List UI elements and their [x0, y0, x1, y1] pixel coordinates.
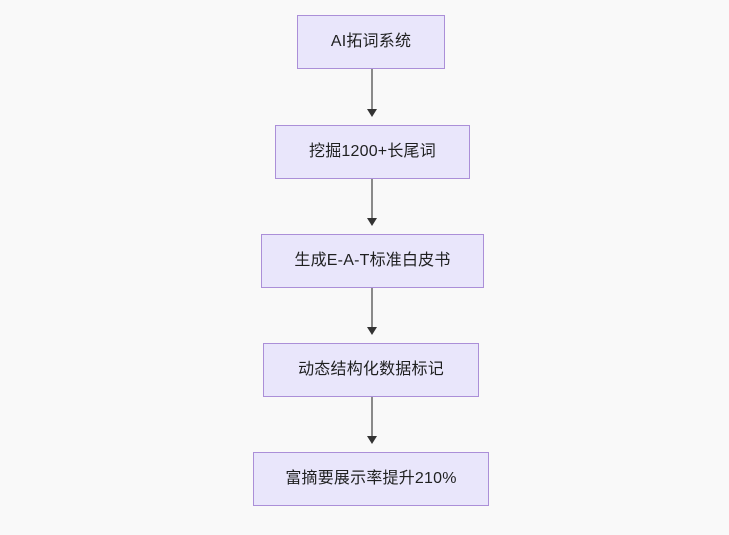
edge-line — [371, 288, 373, 328]
arrowhead-icon — [367, 436, 377, 444]
arrowhead-icon — [367, 218, 377, 226]
flow-node-label: AI拓词系统 — [330, 33, 412, 51]
flow-node-label: 挖掘1200+长尾词 — [309, 143, 436, 161]
flow-node-mine-longtail-keywords[interactable]: 挖掘1200+长尾词 — [275, 125, 470, 179]
arrowhead-icon — [367, 109, 377, 117]
flow-node-label: 动态结构化数据标记 — [298, 361, 444, 379]
flow-node-generate-eat-whitepaper[interactable]: 生成E-A-T标准白皮书 — [261, 234, 484, 288]
flow-node-ai-keyword-system[interactable]: AI拓词系统 — [297, 15, 445, 69]
edge-line — [371, 179, 373, 219]
edge-line — [371, 69, 373, 110]
flow-node-label: 生成E-A-T标准白皮书 — [294, 252, 451, 270]
edge-line — [371, 397, 373, 437]
flow-node-rich-snippet-rate-increase[interactable]: 富摘要展示率提升210% — [253, 452, 489, 506]
flow-node-dynamic-structured-data-markup[interactable]: 动态结构化数据标记 — [263, 343, 479, 397]
flow-node-label: 富摘要展示率提升210% — [285, 470, 457, 488]
arrowhead-icon — [367, 327, 377, 335]
